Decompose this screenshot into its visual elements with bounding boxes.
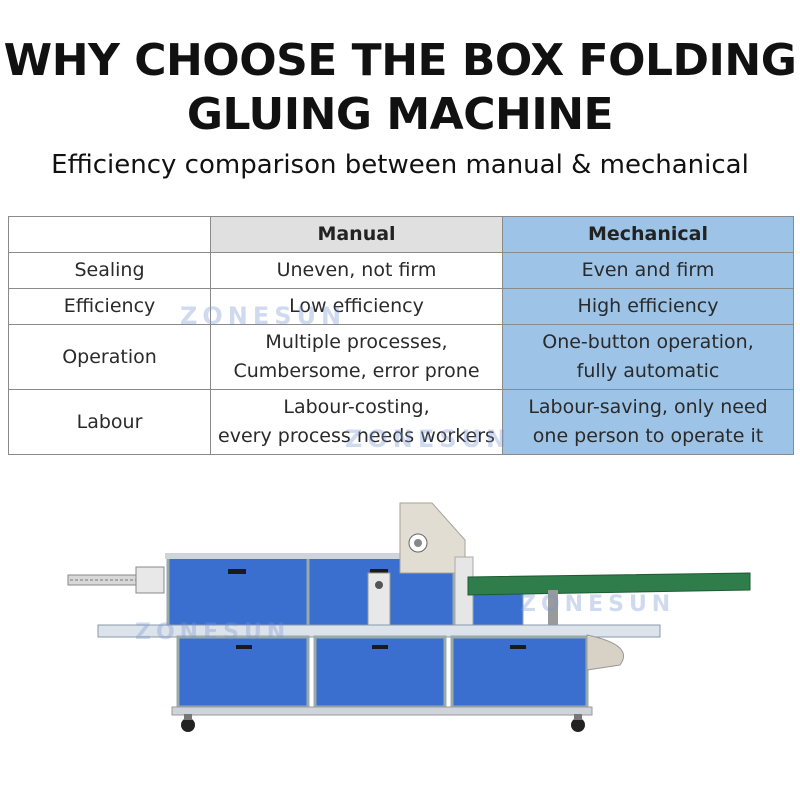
cell-line: Low efficiency [289, 295, 424, 317]
cell-line: Even and firm [581, 259, 715, 281]
cell-line: Labour-saving, only need [528, 396, 768, 418]
table-row: Labour Labour-costing, every process nee… [8, 389, 794, 455]
page-subtitle: Efficiency comparison between manual & m… [0, 148, 800, 182]
header-empty-cell [8, 216, 211, 253]
page-title: WHY CHOOSE THE BOX FOLDING GLUING MACHIN… [0, 34, 800, 142]
mechanical-cell: Labour-saving, only need one person to o… [502, 389, 794, 455]
table-row: Operation Multiple processes, Cumbersome… [8, 324, 794, 390]
comparison-table: Manual Mechanical Sealing Uneven, not fi… [8, 216, 794, 455]
cell-line: one person to operate it [532, 425, 764, 447]
cell-line: One-button operation, [542, 331, 754, 353]
cell-line: Cumbersome, error prone [233, 360, 480, 382]
mechanical-cell: One-button operation, fully automatic [502, 324, 794, 390]
manual-cell: Uneven, not firm [210, 252, 503, 289]
cell-line: High efficiency [577, 295, 719, 317]
table-row: Sealing Uneven, not firm Even and firm [8, 252, 794, 289]
cell-line: Multiple processes, [265, 331, 448, 353]
cell-line: fully automatic [576, 360, 720, 382]
header-manual: Manual [210, 216, 503, 253]
title-line-1: WHY CHOOSE THE BOX FOLDING [3, 35, 797, 86]
table-row: Efficiency Low efficiency High efficienc… [8, 288, 794, 325]
table-header-row: Manual Mechanical [8, 216, 794, 253]
row-label-labour: Labour [8, 389, 211, 455]
cell-line: Uneven, not firm [276, 259, 437, 281]
mechanical-cell: Even and firm [502, 252, 794, 289]
mechanical-cell: High efficiency [502, 288, 794, 325]
manual-cell: Labour-costing, every process needs work… [210, 389, 503, 455]
row-label-efficiency: Efficiency [8, 288, 211, 325]
title-line-2: GLUING MACHINE [186, 89, 614, 140]
cell-line: Labour-costing, [283, 396, 430, 418]
box-folding-gluing-machine-image [67, 502, 751, 732]
row-label-sealing: Sealing [8, 252, 211, 289]
manual-cell: Multiple processes, Cumbersome, error pr… [210, 324, 503, 390]
cell-line: every process needs workers [218, 425, 495, 447]
subtitle-text: Efficiency comparison between manual & m… [51, 150, 749, 180]
header-mechanical: Mechanical [502, 216, 794, 253]
row-label-operation: Operation [8, 324, 211, 390]
manual-cell: Low efficiency [210, 288, 503, 325]
